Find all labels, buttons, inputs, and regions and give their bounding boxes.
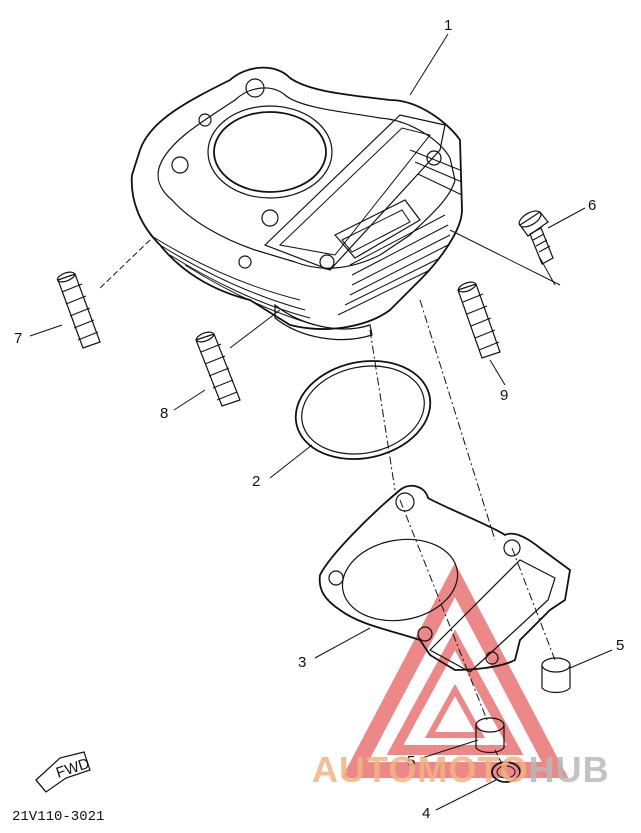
callout-4: 4 [422,805,430,822]
cylinder-block [130,66,463,341]
dowel-5-left [475,717,505,754]
dowel-5-right [541,657,571,694]
bolt-6 [518,210,554,265]
callout-8: 8 [160,405,168,422]
o-ring-2 [294,360,432,460]
leader-lines [97,33,561,771]
callout-5-left: 5 [407,753,415,770]
callout-6: 6 [588,197,596,214]
callout-2: 2 [252,473,260,490]
callout-5-right: 5 [616,637,624,654]
gasket-3 [318,484,571,673]
watermark-text: AUTOMOTOHUB [312,749,610,790]
callout-leaders [29,207,613,811]
watermark-triangle-logo [341,562,569,778]
callout-9: 9 [500,387,508,404]
fwd-arrow-icon [35,751,91,793]
callout-1: 1 [444,17,452,34]
callout-3: 3 [298,654,306,671]
callout-7: 7 [14,330,22,347]
pin-9 [457,281,501,359]
drawing-code: 21V110-3021 [12,809,104,825]
pin-8 [195,331,241,407]
pin-7 [56,271,101,349]
o-ring-4 [491,761,521,783]
